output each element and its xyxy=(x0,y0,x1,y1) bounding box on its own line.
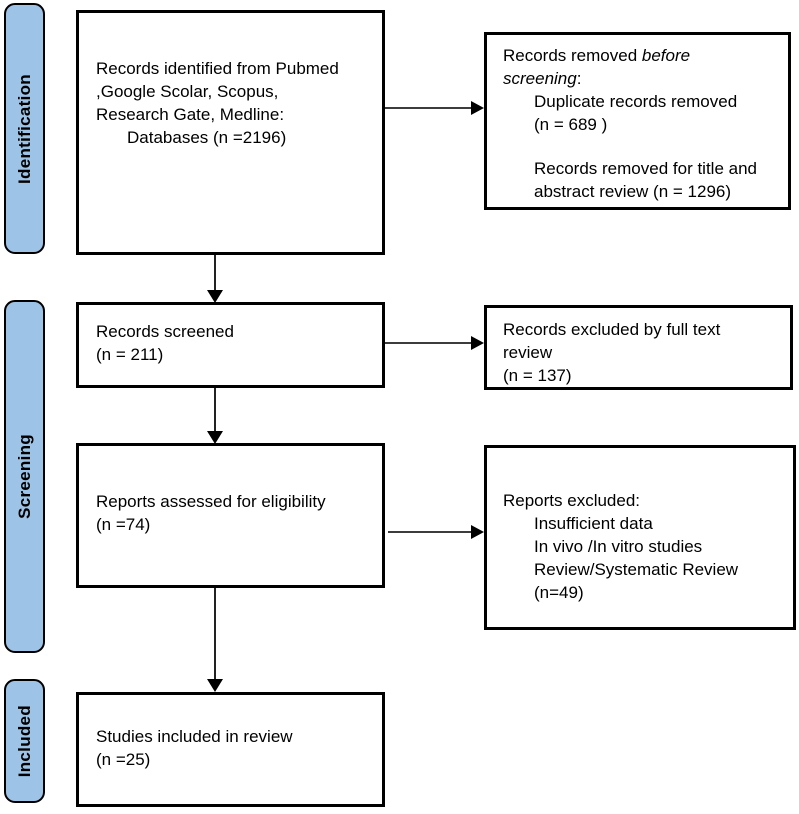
arrow-shaft xyxy=(214,255,216,292)
excluded-fulltext-count: (n = 137) xyxy=(503,366,572,385)
duplicate-records-count: (n = 689 ) xyxy=(534,115,608,134)
stage-screening: Screening xyxy=(4,300,45,653)
studies-included-label: Studies included in review xyxy=(96,727,293,746)
title-abstract-removed-line-2: abstract review (n = 1296) xyxy=(534,182,732,201)
records-identified-line-2: ,Google Scolar, Scopus, xyxy=(96,82,279,101)
reports-excluded-reason-3: Review/Systematic Review xyxy=(534,560,739,579)
stage-identification: Identification xyxy=(4,3,45,254)
arrow-right-identified-to-removed-icon xyxy=(385,101,484,115)
arrow-shaft xyxy=(385,342,474,344)
reports-assessed-label: Reports assessed for eligibility xyxy=(96,492,326,511)
box-records-identified: Records identified from Pubmed ,Google S… xyxy=(76,10,385,255)
arrow-head-down-icon xyxy=(207,290,223,303)
box-reports-excluded: Reports excluded: Insufficient data In v… xyxy=(484,445,796,630)
arrow-shaft xyxy=(214,588,216,681)
arrow-head-right-icon xyxy=(471,336,484,350)
removed-before-heading-line-2: screening: xyxy=(503,67,782,90)
stage-included-label: Included xyxy=(14,704,34,778)
records-identified-line-3: Research Gate, Medline: xyxy=(96,105,285,124)
removed-before-normal-text: Records removed xyxy=(503,46,642,65)
records-screened-count: (n = 211) xyxy=(96,345,164,364)
removed-before-italic-text: before xyxy=(641,46,691,65)
removed-before-italic-text-2: screening xyxy=(503,69,577,88)
box-records-removed-before-screening: Records removed before screening: Duplic… xyxy=(484,32,791,210)
records-identified-count: Databases (n =2196) xyxy=(127,128,287,147)
duplicate-records-line-1: Duplicate records removed xyxy=(534,92,738,111)
box-records-screened: Records screened (n = 211) xyxy=(76,302,385,388)
arrow-head-right-icon xyxy=(471,525,484,539)
arrow-down-screened-to-assessed-icon xyxy=(207,388,223,444)
reports-assessed-count: (n =74) xyxy=(96,515,151,534)
box-records-excluded-fulltext: Records excluded by full text review (n … xyxy=(484,305,793,390)
excluded-fulltext-line-2: review xyxy=(503,343,553,362)
reports-excluded-heading: Reports excluded: xyxy=(503,491,641,510)
records-identified-line-1: Records identified from Pubmed xyxy=(96,59,339,78)
box-reports-assessed: Reports assessed for eligibility (n =74) xyxy=(76,443,385,588)
box-studies-included: Studies included in review (n =25) xyxy=(76,692,385,807)
stage-included: Included xyxy=(4,679,45,803)
removed-before-colon: : xyxy=(576,69,582,88)
arrow-right-screened-to-excluded-icon xyxy=(385,336,484,350)
arrow-shaft xyxy=(388,531,474,533)
arrow-down-identified-to-screened-icon xyxy=(207,255,223,303)
removed-before-heading-line-1: Records removed before xyxy=(503,44,782,67)
arrow-right-assessed-to-reports-excluded-icon xyxy=(388,525,484,539)
spacer xyxy=(503,136,782,157)
arrow-shaft xyxy=(385,107,474,109)
arrow-head-down-icon xyxy=(207,431,223,444)
studies-included-count: (n =25) xyxy=(96,750,151,769)
records-screened-label: Records screened xyxy=(96,322,234,341)
arrow-head-down-icon xyxy=(207,679,223,692)
stage-identification-label: Identification xyxy=(14,73,34,184)
reports-excluded-reason-2: In vivo /In vitro studies xyxy=(534,537,703,556)
arrow-down-assessed-to-included-icon xyxy=(207,588,223,692)
reports-excluded-count: (n=49) xyxy=(534,583,584,602)
excluded-fulltext-line-1: Records excluded by full text xyxy=(503,320,721,339)
reports-excluded-reason-1: Insufficient data xyxy=(534,514,653,533)
stage-screening-label: Screening xyxy=(14,434,34,519)
title-abstract-removed-line-1: Records removed for title and xyxy=(534,159,757,178)
arrow-shaft xyxy=(214,388,216,433)
arrow-head-right-icon xyxy=(471,101,484,115)
